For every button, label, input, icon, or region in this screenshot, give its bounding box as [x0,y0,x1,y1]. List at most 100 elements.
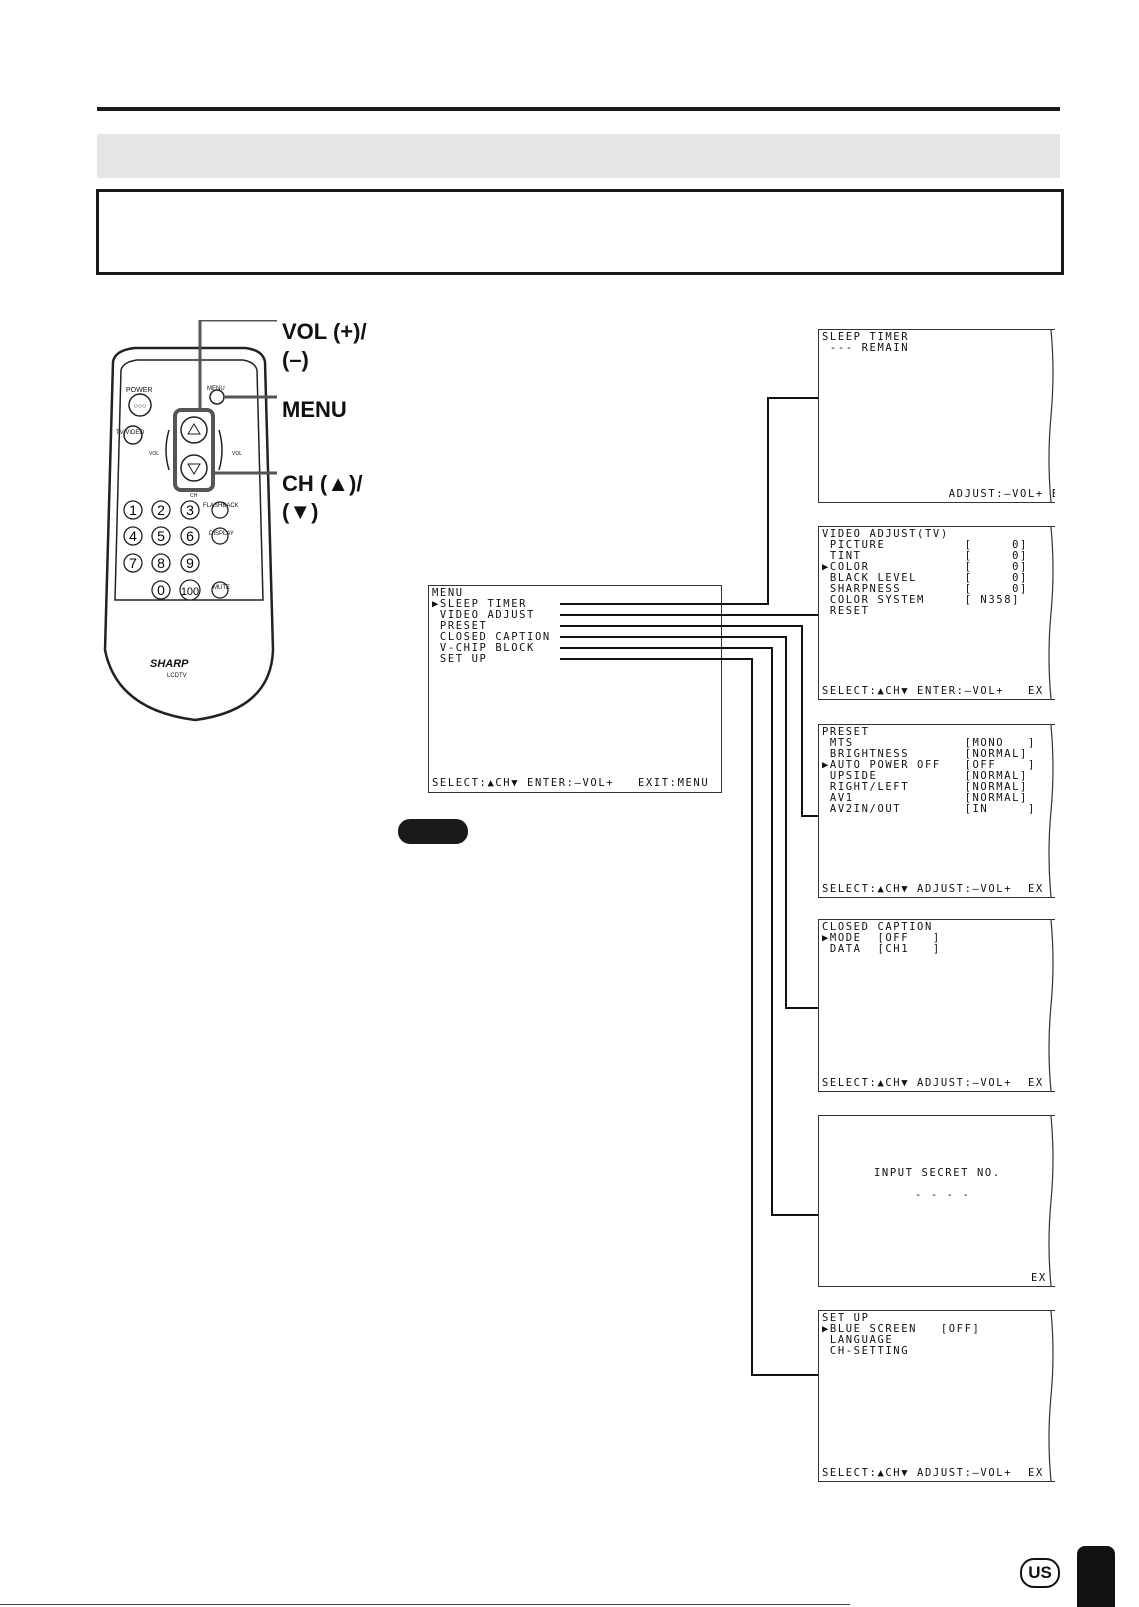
remote-brand: SHARP [150,658,189,670]
menu-button [209,389,225,405]
ch-down-button [180,454,208,482]
screen-closed-caption: CLOSED CAPTION ▶MODE [OFF ] DATA [CH1 ] … [818,919,1055,1092]
screen-footer: EX [1031,1272,1047,1284]
screen-line: COLOR SYSTEM [ N358] [822,594,1021,606]
remote-label-power: POWER [126,387,153,394]
screen-line: UPSIDE [NORMAL] [822,770,1028,782]
screen-line: SHARPNESS [ 0] [822,583,1028,595]
remote-label-vol-plus: VOL [232,451,243,457]
remote-label-menu: MENU [207,386,225,392]
ch-up-button [180,416,208,444]
remote-model: LCDTV [167,673,187,679]
screen-line: ▶MODE [OFF ] [822,932,941,944]
screen-set-up: SET UP ▶BLUE SCREEN [OFF] LANGUAGE CH-SE… [818,1310,1055,1482]
main-menu-item: V-CHIP BLOCK [432,642,535,654]
remote-label-flashback: FLASHBACK [203,503,239,509]
screen-line: BRIGHTNESS [NORMAL] [822,748,1028,760]
screen-line: VIDEO ADJUST(TV) [822,528,949,540]
screen-line: PICTURE [ 0] [822,539,1028,551]
svg-text:0: 0 [157,582,165,598]
screen-preset: PRESET MTS [MONO ] BRIGHTNESS [NORMAL] ▶… [818,724,1055,898]
svg-text:7: 7 [129,555,137,571]
flashback-button [211,501,229,519]
torn-edge [1047,1311,1055,1481]
region-badge: US [1020,1558,1060,1588]
callout-vol: VOL (+)/ (–) [282,318,367,374]
remote-label-mute: MUTE [213,585,230,591]
svg-text:4: 4 [129,528,137,544]
callout-vol-line1: VOL (+)/ [282,319,367,344]
callout-ch-line1: CH (▲)/ [282,471,363,496]
screen-footer: SELECT:▲CH▼ ADJUST:–VOL+ EX [822,1077,1044,1089]
screen-line: CLOSED CAPTION [822,921,933,933]
display-button [211,527,229,545]
screen-footer: SELECT:▲CH▼ ADJUST:–VOL+ EX [822,1467,1044,1479]
main-menu-item: ▶SLEEP TIMER [432,598,528,610]
screen-line: ▶AUTO POWER OFF [OFF ] [822,759,1036,771]
screen-footer: SELECT:▲CH▼ ENTER:–VOL+ EX [822,685,1044,697]
svg-text:8: 8 [157,555,165,571]
svg-text:3: 3 [186,502,194,518]
svg-text:○○○: ○○○ [134,403,147,410]
main-menu-title: MENU [432,587,464,599]
screen-line: AV1 [NORMAL] [822,792,1028,804]
section-heading-band [97,134,1060,178]
torn-edge [1047,330,1055,502]
screen-line: BLACK LEVEL [ 0] [822,572,1028,584]
torn-edge [1047,920,1055,1091]
screen-line: AV2IN/OUT [IN ] [822,803,1036,815]
screen-line: LANGUAGE [822,1334,894,1346]
instruction-box [96,189,1064,275]
remote-label-vol-minus: VOL [149,451,160,457]
mute-button [211,581,229,599]
screen-footer: SELECT:▲CH▼ ADJUST:–VOL+ EX [822,883,1044,895]
vchip-code-dashes: - - - - [915,1189,971,1201]
connector-sleep-timer [560,397,818,605]
torn-edge [1047,1116,1055,1286]
main-menu-item: VIDEO ADJUST [432,609,535,621]
screen-line: --- REMAIN [822,342,910,354]
page-tab [1077,1546,1115,1607]
screen-line: MTS [MONO ] [822,737,1036,749]
torn-edge [1047,725,1055,897]
screen-line: TINT [ 0] [822,550,1028,562]
svg-text:5: 5 [157,528,165,544]
screen-line: DATA [CH1 ] [822,943,941,955]
callout-ch: CH (▲)/ (▼) [282,470,362,526]
remote-label-tv-video: TV/VIDEO [116,430,145,436]
main-menu-item: SET UP [432,653,488,665]
main-menu-screen: MENU ▶SLEEP TIMER VIDEO ADJUST PRESET CL… [428,585,722,793]
svg-text:9: 9 [186,555,194,571]
screen-footer: ADJUST:–VOL+ EX [822,488,1055,500]
main-menu-item: CLOSED CAPTION [432,631,551,643]
screen-line: PRESET [822,726,870,738]
bottom-rule [0,1604,850,1605]
screen-line: SLEEP TIMER [822,331,910,343]
power-button [128,393,152,417]
svg-text:2: 2 [157,502,165,518]
note-pill [398,819,468,844]
svg-text:100: 100 [181,586,199,598]
screen-vchip-block: INPUT SECRET NO. - - - - EX [818,1115,1055,1287]
screen-line: RESET [822,605,870,617]
screen-line: SET UP [822,1312,870,1324]
svg-text:6: 6 [186,528,194,544]
vchip-prompt: INPUT SECRET NO. [874,1167,1001,1179]
top-rule [97,107,1060,111]
screen-line: ▶COLOR [ 0] [822,561,1028,573]
torn-edge [1047,527,1055,699]
screen-line: CH-SETTING [822,1345,910,1357]
callout-ch-line2: (▼) [282,499,319,524]
main-menu-footer: SELECT:▲CH▼ ENTER:–VOL+ EXIT:MENU [432,777,710,789]
screen-line: ▶BLUE SCREEN [OFF] [822,1323,981,1335]
number-keypad: 1 2 3 4 5 6 7 8 9 0 100 [123,500,201,601]
main-menu-item: PRESET [432,620,488,632]
screen-line: RIGHT/LEFT [NORMAL] [822,781,1028,793]
remote-control-illustration: ○○○ 1 2 3 4 5 6 7 8 9 0 100 [103,320,277,722]
tv-video-button [123,425,143,445]
callout-menu: MENU [282,397,347,422]
callout-vol-line2: (–) [282,347,309,372]
remote-label-display: DISPLAY [209,531,234,537]
screen-video-adjust: VIDEO ADJUST(TV) PICTURE [ 0] TINT [ 0] … [818,526,1055,700]
svg-text:1: 1 [129,502,137,518]
